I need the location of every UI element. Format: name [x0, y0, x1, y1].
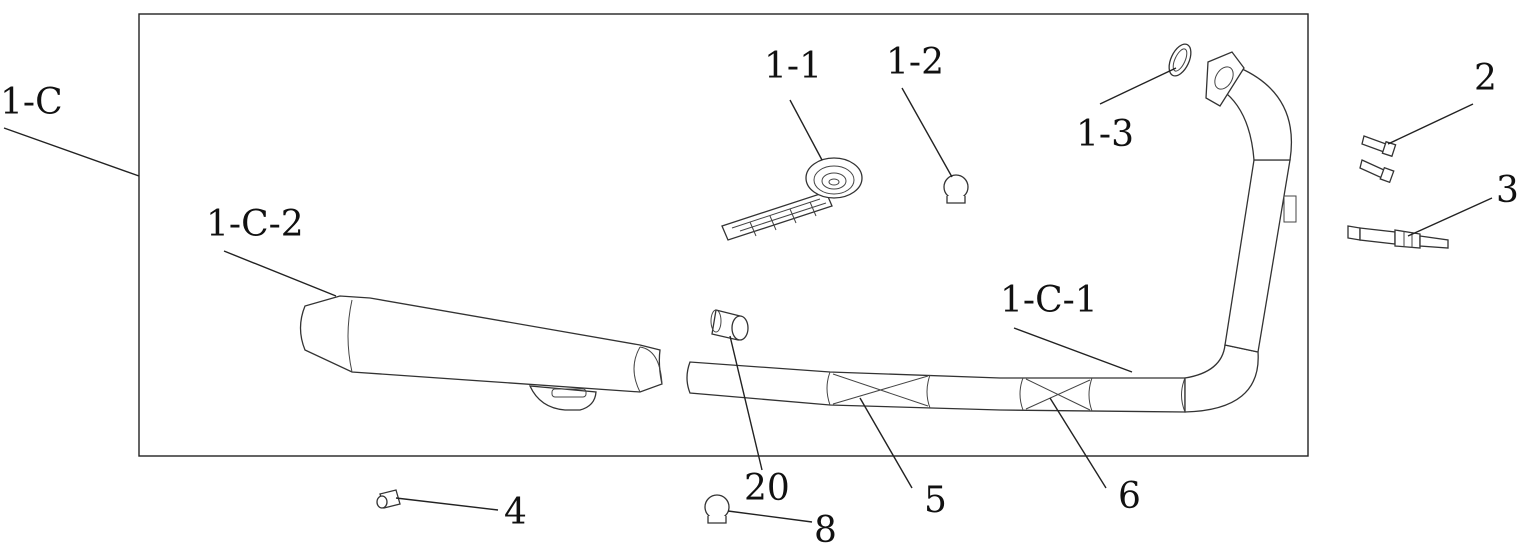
label-gasket: 1-3	[1076, 114, 1134, 155]
header-pipe	[686, 51, 1297, 413]
label-clamp-left: 5	[924, 480, 947, 521]
label-muffler: 1-C-2	[206, 204, 304, 245]
assembly-frame	[138, 13, 1309, 457]
small-bolt	[376, 489, 401, 509]
label-small-bolt: 4	[504, 492, 527, 533]
label-header-pipe: 1-C-1	[1000, 280, 1098, 321]
heat-wrap	[721, 157, 863, 241]
gasket	[1168, 43, 1192, 77]
label-sensor: 3	[1496, 170, 1519, 211]
label-bolt: 2	[1474, 58, 1497, 99]
leader-lines	[3, 67, 1493, 523]
label-nut-top: 1-2	[886, 42, 944, 83]
label-sleeve: 20	[744, 468, 790, 509]
label-nut-bottom: 8	[814, 510, 837, 551]
nut-top	[943, 174, 969, 204]
sleeve	[710, 309, 749, 341]
nut-bottom	[704, 494, 730, 524]
muffler	[299, 295, 663, 411]
label-heat-wrap: 1-1	[764, 46, 822, 87]
label-assembly: 1-C	[0, 82, 63, 123]
bolt-pair	[1359, 135, 1397, 184]
oxygen-sensor	[1347, 225, 1449, 249]
label-clamp-right: 6	[1118, 476, 1141, 517]
